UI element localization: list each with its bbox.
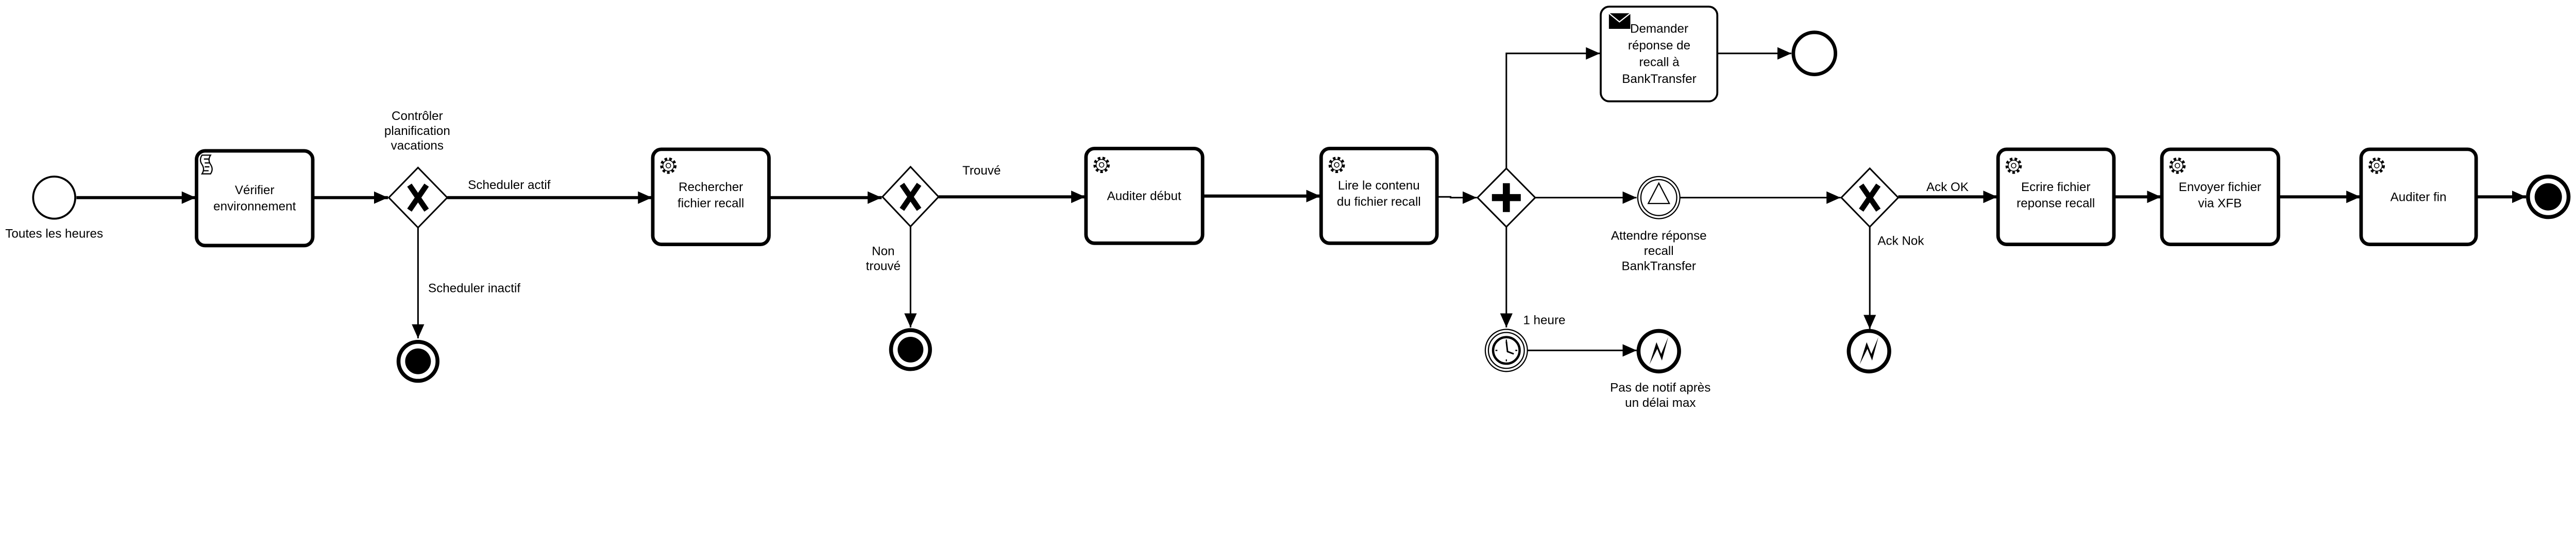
plus-icon (1492, 183, 1521, 212)
timer-event[interactable] (1484, 329, 1528, 372)
error-end-event-timeout[interactable] (1636, 329, 1681, 374)
end-event-non-trouve[interactable] (889, 328, 932, 371)
gateway-controle-planification[interactable] (387, 166, 449, 229)
end-event-final[interactable] (2526, 175, 2571, 219)
signal-triangle-icon (1647, 182, 1671, 204)
signal-catch-event[interactable] (1637, 176, 1681, 219)
flow-label-ack-nok: Ack Nok (1877, 234, 1924, 248)
gateway-ack[interactable] (1840, 167, 1900, 228)
flow-label-scheduler-actif: Scheduler actif (468, 178, 550, 192)
gateway-fichier-trouve[interactable] (881, 165, 940, 228)
task-auditer-debut[interactable]: Auditer début (1084, 146, 1205, 245)
start-event-circle[interactable] (32, 175, 76, 220)
error-end-event-ack-nok[interactable] (1846, 329, 1891, 374)
end-event-demander[interactable] (1791, 30, 1838, 76)
flow-label-trouve: Trouvé (962, 164, 1001, 178)
script-icon (199, 154, 213, 175)
clock-icon (1492, 336, 1521, 365)
lightning-icon (1649, 337, 1668, 365)
flow-label-ack-ok: Ack OK (1926, 180, 1969, 194)
start-event-label: Toutes les heures (5, 227, 103, 241)
envelope-icon (1608, 12, 1631, 29)
lightning-icon (1859, 337, 1878, 365)
flow-label-scheduler-inactif: Scheduler inactif (428, 282, 520, 296)
task-auditer-fin[interactable]: Auditer fin (2359, 147, 2478, 246)
gateway-parallel[interactable] (1476, 167, 1536, 228)
sequence-flows (76, 47, 2527, 357)
task-label: Auditer fin (2391, 191, 2447, 204)
end-event-scheduler-inactif[interactable] (396, 339, 439, 383)
timer-event-label: 1 heure (1523, 314, 1565, 328)
bpmn-diagram: Scheduler actif Scheduler inactif Trouvé… (5, 5, 2571, 410)
flow-lire-to-parallel[interactable] (1437, 191, 1477, 204)
start-event[interactable] (32, 175, 76, 220)
flow-parallel-to-demander[interactable] (1505, 47, 1600, 168)
task-label: Auditer début (1107, 189, 1181, 203)
